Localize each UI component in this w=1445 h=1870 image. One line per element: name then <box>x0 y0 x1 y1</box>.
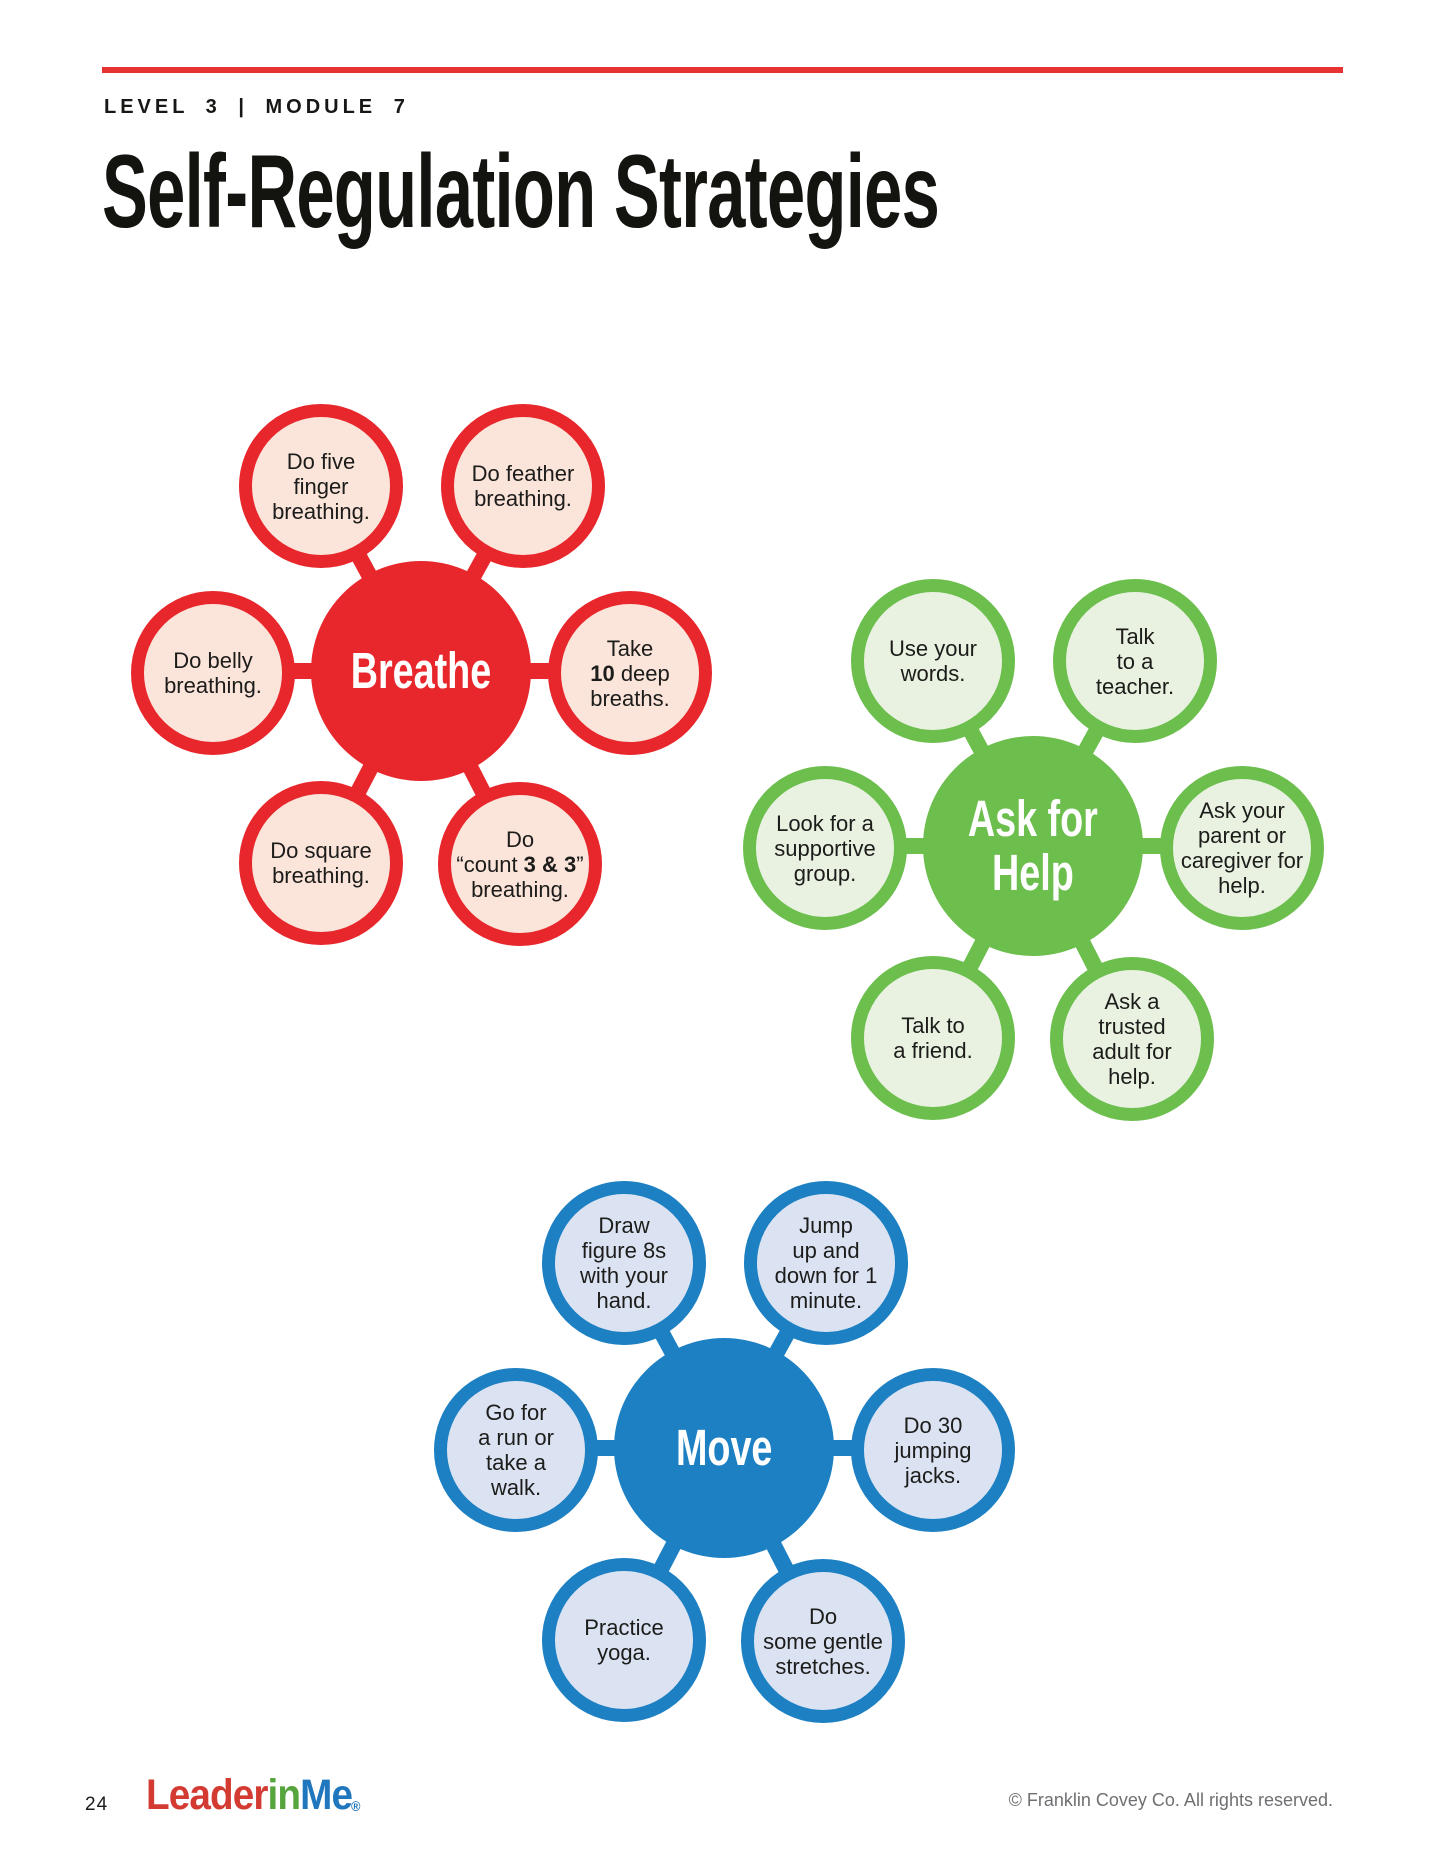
hub-label: Breathe <box>350 641 492 699</box>
satellite-label: Do“count 3 & 3”breathing. <box>456 826 584 902</box>
leader-in-me-logo: LeaderinMe® <box>146 1771 361 1820</box>
header-rule <box>102 67 1343 73</box>
hub-breathe: Breathe <box>311 561 531 781</box>
logo-leader: Leader <box>146 1771 268 1819</box>
copyright-text: © Franklin Covey Co. All rights reserved… <box>1008 1790 1333 1810</box>
page-title: Self-Regulation Strategies <box>102 134 940 250</box>
registered-trademark-icon: ® <box>351 1798 360 1814</box>
page-number: 24 <box>85 1794 109 1815</box>
module-eyebrow: LEVEL 3 | MODULE 7 <box>104 96 409 118</box>
hub-label: Move <box>675 1418 773 1476</box>
logo-me: Me <box>300 1771 353 1819</box>
satellite-do-count-3-and-3-breathing: Do“count 3 & 3”breathing. <box>438 782 602 946</box>
hub-move: Move <box>614 1338 834 1558</box>
logo-in: in <box>267 1771 302 1819</box>
